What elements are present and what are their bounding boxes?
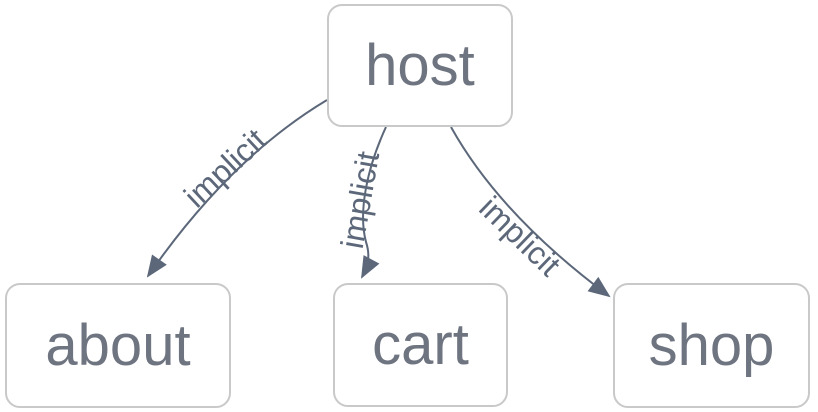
node-shop[interactable]: shop <box>613 283 810 408</box>
node-about[interactable]: about <box>5 283 231 408</box>
edge-host-about <box>146 99 328 278</box>
node-cart[interactable]: cart <box>333 283 508 407</box>
node-cart-label: cart <box>372 312 469 377</box>
node-about-label: about <box>45 312 191 378</box>
edge-host-shop <box>450 126 611 298</box>
node-host-label: host <box>365 32 475 98</box>
node-host[interactable]: host <box>327 4 513 127</box>
edge-host-cart <box>361 126 387 279</box>
node-shop-label: shop <box>648 312 775 378</box>
